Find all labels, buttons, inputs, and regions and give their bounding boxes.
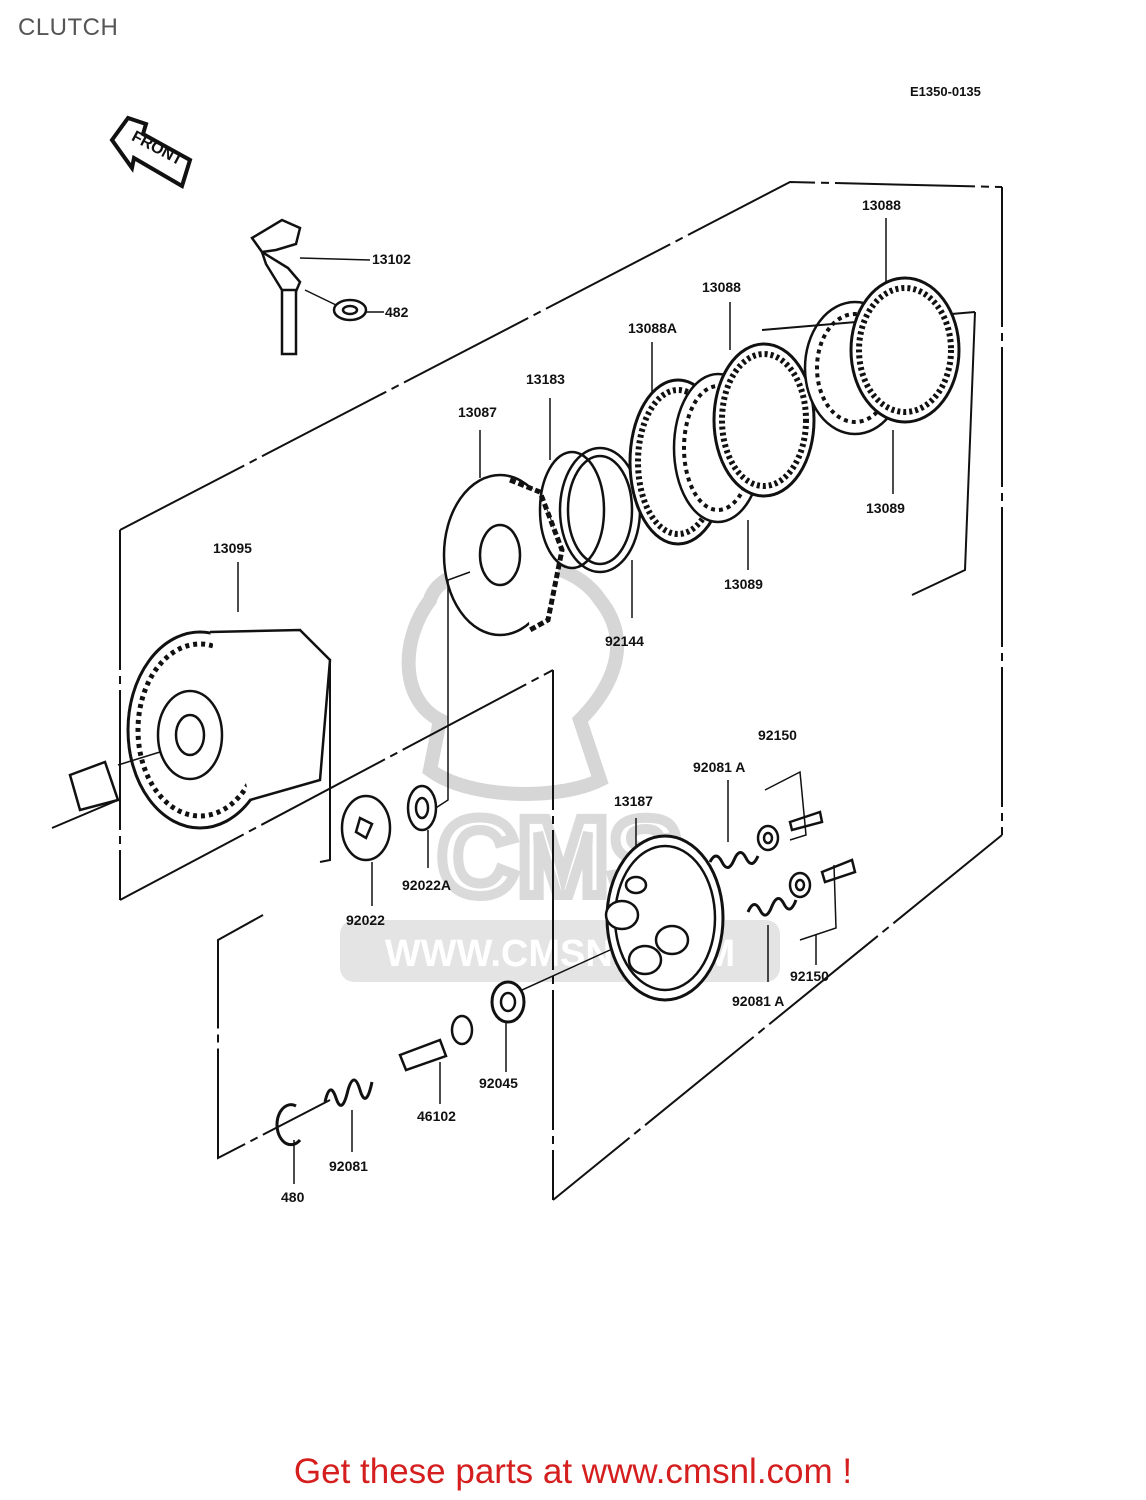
spring-92081A-a [708, 780, 760, 869]
pressure-plate-13187 [499, 818, 725, 1002]
circlip-480 [275, 1103, 302, 1184]
part-label-13089-center[interactable]: 13089 [724, 576, 763, 592]
front-arrow-icon: FRONT [109, 115, 193, 189]
part-label-92081A-bottom[interactable]: 92081 A [732, 993, 785, 1009]
clutch-housing-13095 [51, 562, 332, 830]
diagram-code: E1350-0135 [910, 84, 981, 99]
page-title: CLUTCH [18, 14, 119, 41]
friction-plate-13088-b [712, 302, 816, 498]
part-label-13088-mid[interactable]: 13088 [702, 279, 741, 295]
part-label-13183[interactable]: 13183 [526, 371, 565, 387]
bolt-92150-b [788, 858, 857, 965]
friction-plate-13088-a [849, 218, 961, 424]
nut-482 [304, 289, 384, 322]
part-label-13095[interactable]: 13095 [213, 540, 252, 556]
part-label-480[interactable]: 480 [281, 1189, 305, 1205]
part-label-13089-right[interactable]: 13089 [866, 500, 905, 516]
part-label-13102[interactable]: 13102 [372, 251, 411, 267]
frame-line-bracket-right [911, 311, 976, 596]
part-label-13087[interactable]: 13087 [458, 404, 497, 420]
washer-92022 [340, 794, 392, 906]
frame-line-lower-right [552, 834, 1003, 1201]
part-label-482[interactable]: 482 [385, 304, 409, 320]
front-arrow-label: FRONT [129, 128, 186, 169]
part-label-13088A[interactable]: 13088A [628, 320, 678, 336]
part-label-92081[interactable]: 92081 [329, 1158, 368, 1174]
spring-92081 [323, 1078, 374, 1152]
frame-line-upper [119, 180, 1003, 531]
bearing-92045 [490, 980, 526, 1072]
part-label-13187[interactable]: 13187 [614, 793, 653, 809]
frame-line-lower-box [119, 669, 554, 901]
push-rod-46102 [398, 1014, 474, 1104]
part-label-46102[interactable]: 46102 [417, 1108, 456, 1124]
washer-92022A [406, 784, 438, 868]
part-label-92150-bottom[interactable]: 92150 [790, 968, 829, 984]
part-label-92022[interactable]: 92022 [346, 912, 385, 928]
spring-92081A-b [746, 897, 798, 982]
part-label-92144[interactable]: 92144 [605, 633, 644, 649]
part-label-92150-top[interactable]: 92150 [758, 727, 797, 743]
part-label-13088-top[interactable]: 13088 [862, 197, 901, 213]
clutch-hub-13087 [424, 430, 565, 816]
part-label-92081A-top[interactable]: 92081 A [693, 759, 746, 775]
bolt-92150-a [756, 770, 824, 852]
frame-line-box-2 [319, 660, 331, 863]
frame-line-lower-left [217, 914, 331, 1160]
part-label-92045[interactable]: 92045 [479, 1075, 518, 1091]
release-lever-13102 [250, 218, 371, 356]
promo-link[interactable]: Get these parts at www.cmsnl.com ! [293, 1452, 853, 1491]
part-label-92022A[interactable]: 92022A [402, 877, 452, 893]
